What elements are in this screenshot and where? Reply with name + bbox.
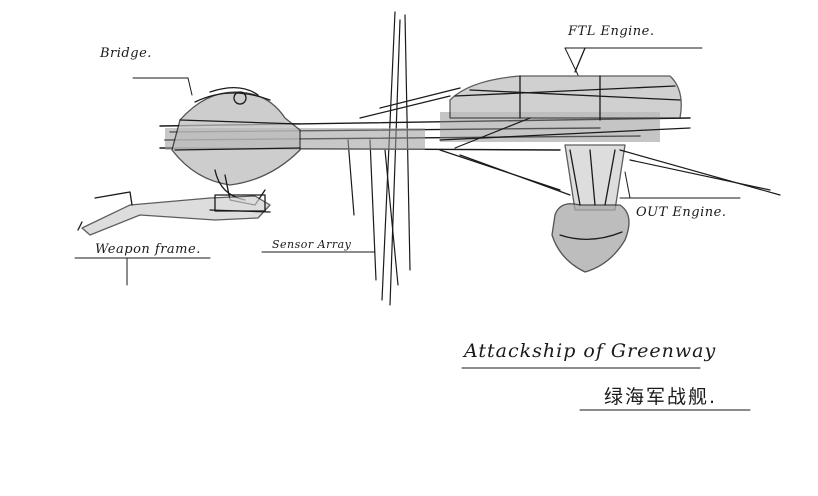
weapon-frame [77,191,271,236]
antenna-lines [347,11,411,306]
ftl-engine-label: FTL Engine. [568,24,655,39]
bridge-label: Bridge. [100,46,152,61]
out-engine-label: OUT Engine. [636,205,727,220]
leader-lines [74,47,751,411]
sensor-array-label: Sensor Array [272,238,352,251]
trailing-struts [439,117,781,196]
bridge-module [171,87,301,206]
out-engine [551,144,630,273]
weapon-frame-label: Weapon frame. [95,242,201,257]
ftl-engine [359,47,691,141]
title-english: Attackship of Greenway [464,340,717,362]
title-chinese: 绿海军战舰. [604,386,718,408]
